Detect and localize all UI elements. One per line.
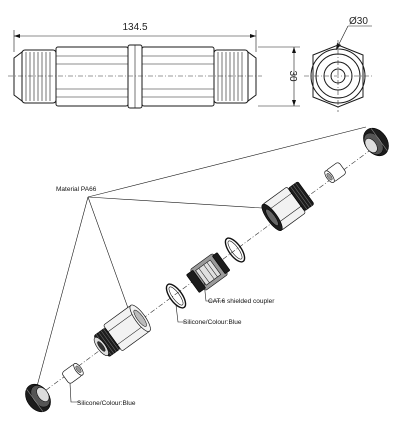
part-o-ring-lower — [165, 283, 187, 309]
part-seal-sleeve-top — [324, 162, 346, 183]
part-housing-lower — [93, 304, 151, 357]
seal-upper-callout-label: Silicone/Colour:Blue — [183, 319, 242, 326]
side-view: 134.5 30 — [8, 22, 300, 109]
seal-lower-callout: Silicone/Colour:Blue — [69, 382, 136, 407]
material-leaders — [35, 126, 367, 391]
part-cat6-coupler — [186, 252, 230, 293]
part-cap-nut-bottom — [25, 383, 51, 413]
height-dimension-label: 30 — [287, 70, 298, 82]
length-dimension-label: 134.5 — [122, 22, 147, 33]
length-dimension: 134.5 — [13, 22, 257, 52]
seal-upper-callout: Silicone/Colour:Blue — [175, 304, 242, 326]
connector-side-profile — [13, 44, 257, 109]
end-view: Ø30 — [304, 16, 372, 112]
coupler-callout: CAT.6 shielded coupler — [203, 281, 275, 305]
material-callout: Material PA66 — [56, 186, 97, 193]
part-cap-nut-top — [363, 127, 389, 157]
exploded-view: Material PA66 CAT.6 shielded coupler Sil… — [25, 126, 389, 413]
coupler-callout-label: CAT.6 shielded coupler — [208, 298, 275, 305]
height-dimension: 30 — [258, 46, 300, 107]
part-o-ring-upper — [224, 237, 246, 263]
seal-lower-callout-label: Silicone/Colour:Blue — [77, 400, 136, 407]
part-housing-upper — [261, 181, 314, 231]
diameter-dimension-label: Ø30 — [349, 16, 368, 27]
part-seal-sleeve-lower — [62, 363, 84, 384]
